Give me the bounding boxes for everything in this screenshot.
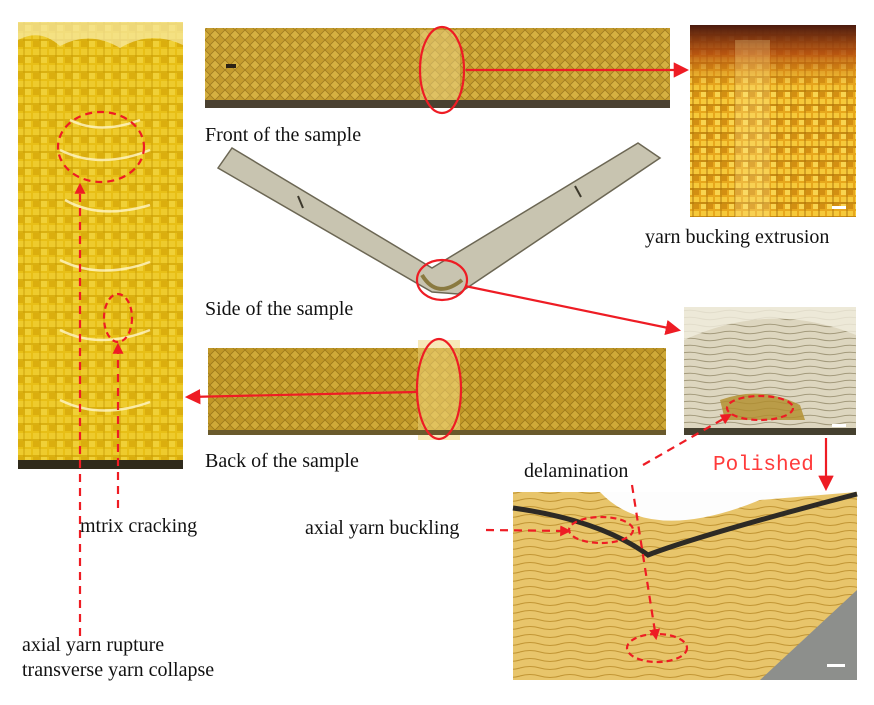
annotations <box>56 25 795 664</box>
label-front: Front of the sample <box>205 124 362 146</box>
left-sample-photo <box>18 22 183 469</box>
yarn-extrusion-photo <box>690 25 856 217</box>
label-transverse-yarn-collapse: transverse yarn collapse <box>22 659 215 681</box>
matrix-crack-ellipse <box>102 292 134 344</box>
arrow-delamination-top <box>642 413 732 466</box>
front-sample-photo <box>205 28 670 108</box>
arrow-delamination-bottom <box>630 484 661 641</box>
side-sample-photo <box>216 142 662 295</box>
side-bend-ellipse <box>415 258 469 302</box>
label-yarn-bucking-extrusion: yarn bucking extrusion <box>645 226 830 248</box>
label-polished: Polished <box>713 454 814 477</box>
label-axial-yarn-rupture: axial yarn rupture <box>22 634 165 656</box>
front-damage-ellipse <box>418 25 466 115</box>
yarn-rupture-ellipse <box>56 110 146 184</box>
label-side: Side of the sample <box>205 298 354 320</box>
delamination-lower-ellipse <box>625 632 689 664</box>
polished-section-photo <box>512 491 858 680</box>
arrows <box>74 62 834 641</box>
label-back: Back of the sample <box>205 450 359 472</box>
delamination-ellipse <box>725 394 795 422</box>
back-damage-ellipse <box>415 337 463 441</box>
arrow-back-to-left <box>184 389 417 405</box>
label-delamination: delamination <box>524 460 629 482</box>
label-mtrix-cracking: mtrix cracking <box>80 515 198 537</box>
label-axial-yarn-buckling: axial yarn buckling <box>305 517 460 539</box>
arrow-side-to-section <box>464 284 682 336</box>
back-sample-photo <box>208 340 666 440</box>
cross-section-photo <box>684 307 856 435</box>
